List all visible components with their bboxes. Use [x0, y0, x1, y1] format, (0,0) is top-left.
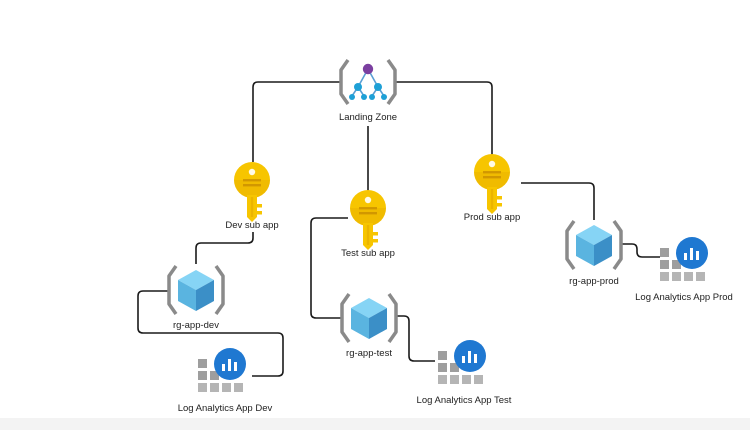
rg-dev-label: rg-app-dev	[173, 320, 219, 331]
connector-test-to-rg	[310, 217, 348, 319]
log-analytics-icon	[660, 237, 708, 281]
prod-key-icon	[474, 154, 510, 214]
connector-landing-to-prod	[395, 81, 493, 157]
connector-landing-to-dev	[252, 81, 340, 162]
prod-sub-node[interactable]: Prod sub app	[464, 154, 521, 223]
connector-rgprod-to-la	[622, 243, 660, 258]
dev-sub-node[interactable]: Dev sub app	[225, 162, 279, 231]
la-test-node[interactable]: Log Analytics App Test	[417, 340, 512, 406]
resource-group-icon	[340, 292, 398, 344]
connector-prod-to-rg	[521, 182, 595, 220]
la-prod-label: Log Analytics App Prod	[635, 292, 733, 303]
resource-group-icon	[167, 264, 225, 316]
rg-dev-node[interactable]: rg-app-dev	[167, 264, 225, 331]
landing-zone-label: Landing Zone	[339, 112, 397, 123]
log-analytics-icon	[198, 348, 246, 392]
log-analytics-icon	[438, 340, 486, 384]
management-group-icon	[339, 58, 397, 106]
dev-sub-label: Dev sub app	[225, 220, 278, 231]
rg-test-label: rg-app-test	[346, 348, 392, 359]
prod-sub-label: Prod sub app	[464, 212, 521, 223]
la-prod-node[interactable]: Log Analytics App Prod	[635, 237, 733, 303]
la-test-label: Log Analytics App Test	[417, 395, 512, 406]
landing-zone-node[interactable]: Landing Zone	[339, 58, 397, 123]
test-sub-node[interactable]: Test sub app	[341, 190, 395, 259]
resource-group-icon	[565, 219, 623, 271]
la-dev-label: Log Analytics App Dev	[178, 403, 273, 414]
test-key-icon	[350, 190, 386, 250]
rg-prod-label: rg-app-prod	[569, 276, 619, 287]
rg-prod-node[interactable]: rg-app-prod	[565, 219, 623, 287]
connector-rgdev-to-la	[137, 290, 284, 377]
test-sub-label: Test sub app	[341, 248, 395, 259]
dev-key-icon	[234, 162, 270, 222]
connector-rgtest-to-la	[396, 315, 435, 362]
la-dev-node[interactable]: Log Analytics App Dev	[178, 348, 273, 414]
connector-dev-to-rg	[195, 232, 254, 264]
bottom-band	[0, 418, 750, 430]
rg-test-node[interactable]: rg-app-test	[340, 292, 398, 359]
